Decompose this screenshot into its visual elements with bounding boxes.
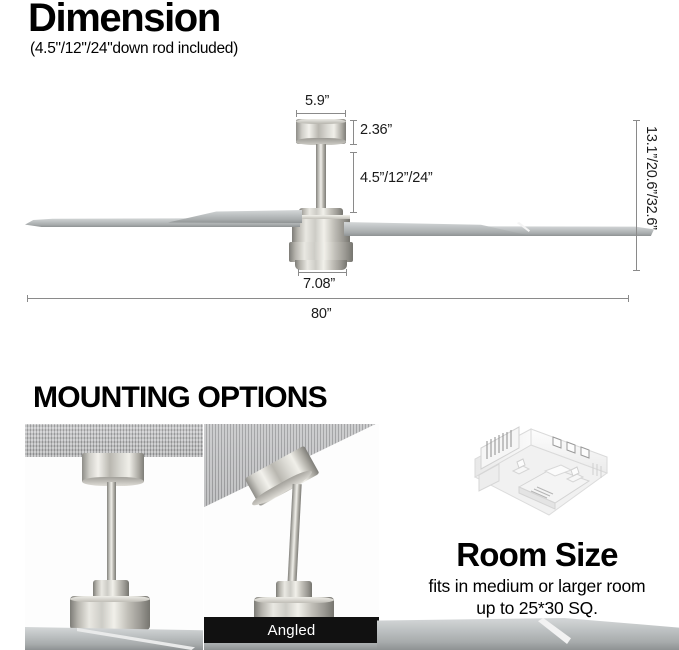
canopy-height-label: 2.36” — [360, 122, 393, 138]
downrod-part — [316, 144, 326, 213]
motor-top-highlight — [292, 215, 350, 219]
downrod-photo-standard — [107, 482, 116, 586]
mounting-option-angled[interactable]: Angled — [204, 424, 379, 650]
canopy-photo-standard-rim — [82, 477, 144, 486]
canopy-bottom-edge — [296, 138, 346, 145]
room-size-line-1: fits in medium or larger room — [428, 576, 646, 596]
mounting-options-title: MOUNTING OPTIONS — [33, 381, 328, 414]
room-size-section: Room Size fits in medium or larger room … — [377, 410, 679, 650]
dimension-diagram: 5.9” 2.36” 4.5”/12”/24” 7.08” 13.1”/20.6… — [0, 90, 679, 340]
room-size-line-2: up to 25*30 SQ. — [476, 598, 598, 618]
blade-right-notch — [516, 222, 530, 232]
room-icon — [473, 426, 609, 516]
dimension-title: Dimension — [28, 0, 221, 40]
motor-coupler — [299, 208, 343, 217]
canopy-width-label: 5.9” — [305, 93, 330, 109]
mounting-option-standard[interactable] — [25, 424, 203, 650]
motor-housing-lower — [295, 260, 347, 270]
blade-left-inner — [168, 210, 302, 223]
downrod-length-label: 4.5”/12”/24” — [360, 170, 433, 186]
downrod-photo-angled — [287, 483, 302, 588]
total-height-label: 13.1”/20.6”/32.6” — [643, 126, 659, 230]
canopy-height-line — [353, 120, 354, 145]
motor-width-line — [298, 272, 347, 273]
canopy-width-line — [296, 113, 346, 114]
bedroom-cutaway-illustration — [457, 415, 622, 535]
angled-badge: Angled — [204, 617, 379, 643]
blade-left-outer — [25, 218, 300, 227]
dimension-subtitle: (4.5"/12"/24"down rod included) — [30, 40, 238, 57]
blade-right-inner — [344, 222, 529, 236]
motor-housing-mid — [289, 242, 353, 262]
blade-decorative-bottom — [377, 618, 679, 650]
downrod-line — [353, 152, 354, 213]
angled-badge-label: Angled — [267, 621, 316, 639]
total-height-line — [636, 120, 637, 271]
canopy-top-highlight — [296, 119, 346, 124]
motor-top-highlight-angled — [254, 597, 334, 603]
blade-span-line — [27, 298, 629, 299]
motor-width-label: 7.08” — [303, 276, 336, 292]
motor-top-highlight-standard — [70, 596, 150, 602]
ceiling-surface-flat — [25, 424, 203, 457]
blade-span-label: 80” — [311, 306, 332, 322]
room-size-title: Room Size — [456, 536, 618, 573]
